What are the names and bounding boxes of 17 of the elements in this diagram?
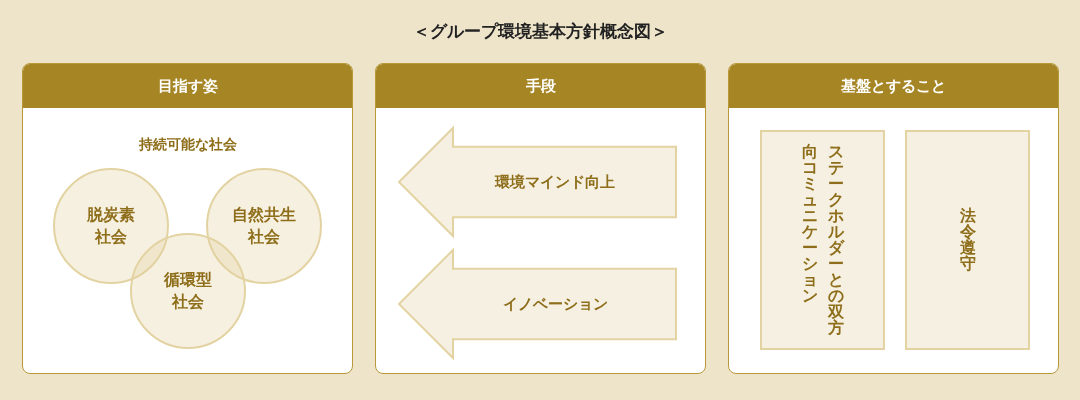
arrow-label: 環境マインド向上 xyxy=(495,172,615,192)
circle-label: 循環型社会 xyxy=(163,269,213,313)
panel-header: 基盤とすること xyxy=(729,64,1058,108)
arrow-label: イノベーション xyxy=(502,294,608,314)
panel-header: 手段 xyxy=(376,64,705,108)
panel xyxy=(22,63,353,374)
vertical-label: ステークホルダーとの双方向コミュニケーション xyxy=(801,144,844,336)
panel-subtitle: 持続可能な社会 xyxy=(137,136,238,154)
panel xyxy=(728,63,1059,374)
text-box xyxy=(905,130,1030,350)
circle-label: 自然共生社会 xyxy=(231,204,297,248)
diagram-title: ＜グループ環境基本方針概念図＞ xyxy=(411,20,669,43)
vertical-label: 法令遵守 xyxy=(959,208,976,272)
text-box xyxy=(760,130,885,350)
panel xyxy=(375,63,706,374)
circle-label: 脱炭素社会 xyxy=(86,204,136,248)
panel-header: 目指す姿 xyxy=(23,64,352,108)
